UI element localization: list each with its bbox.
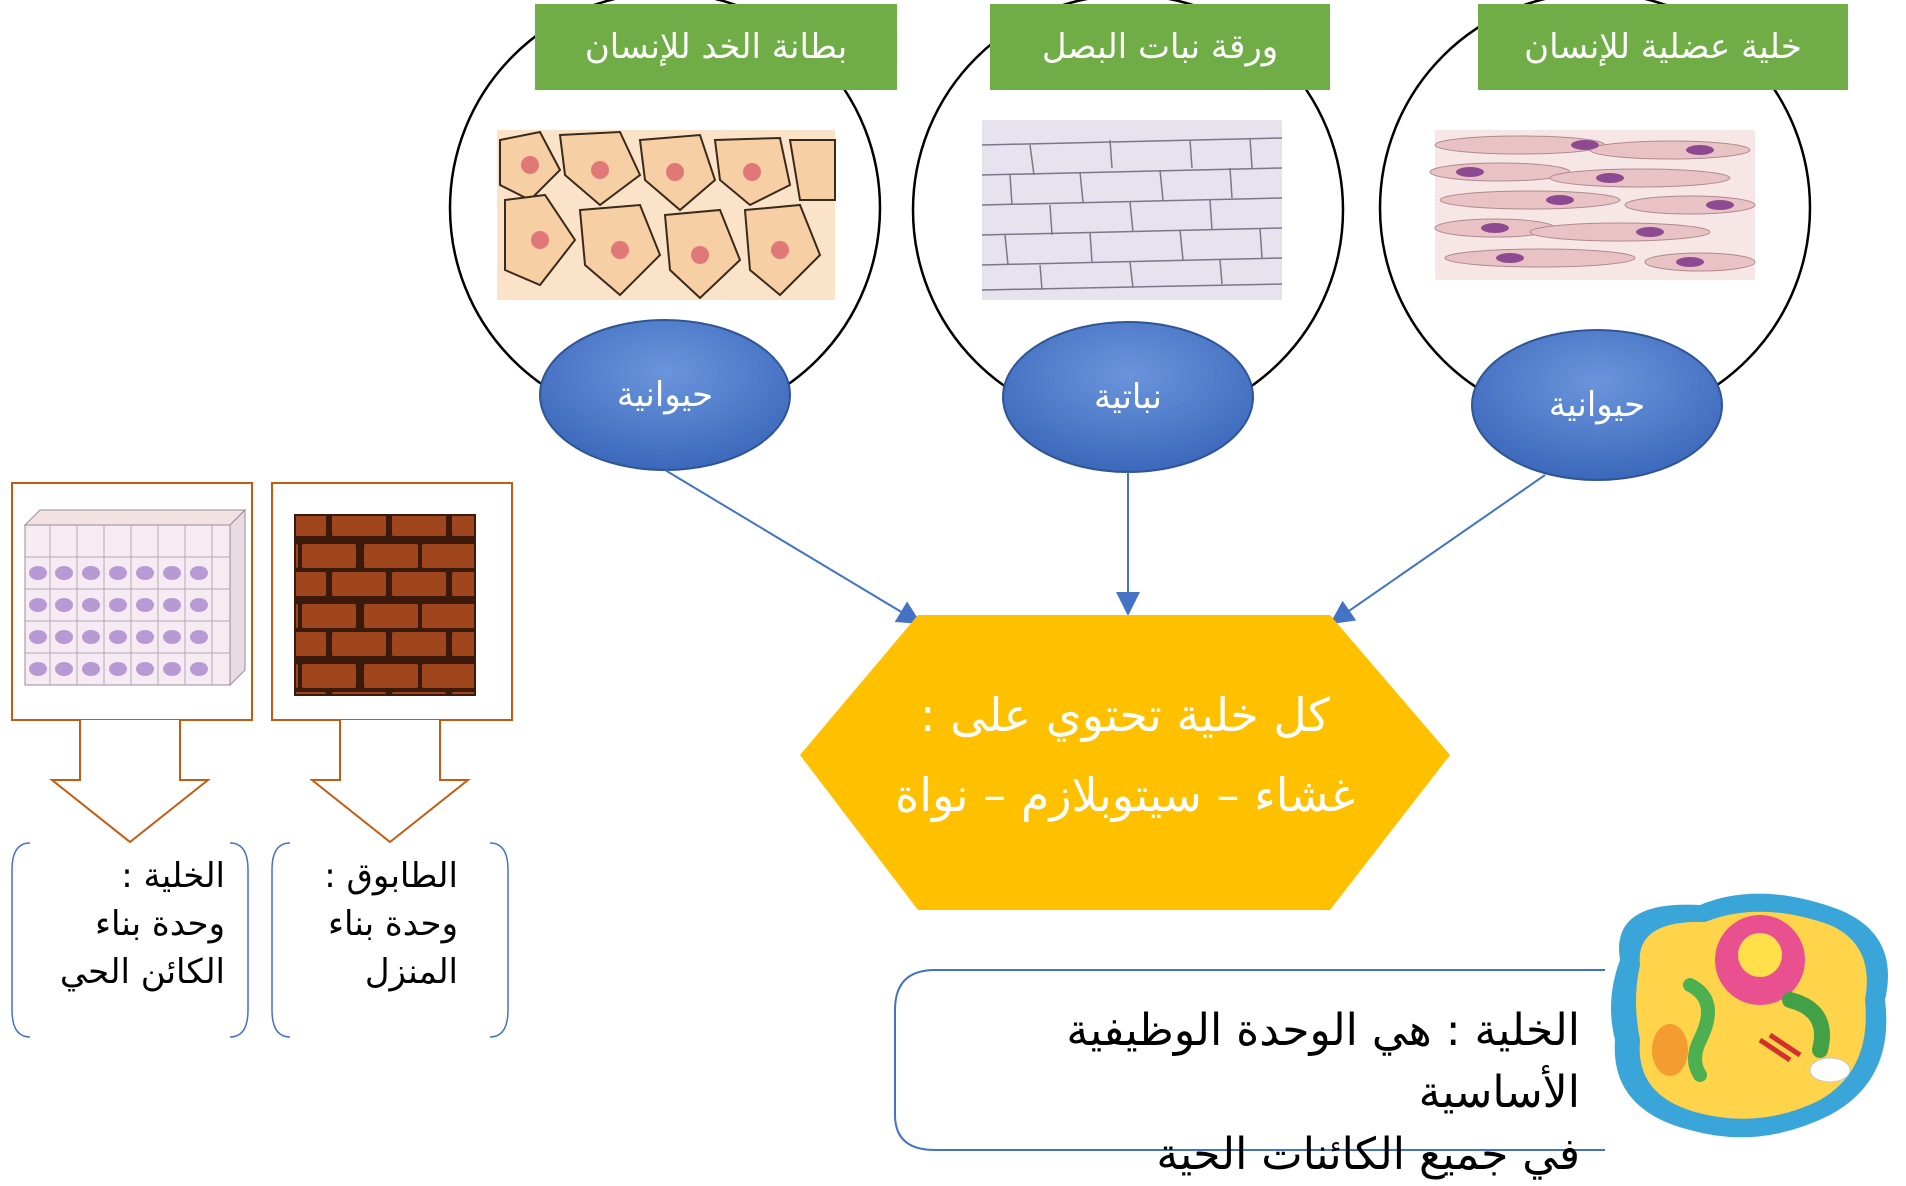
muscle-type-oval — [1471, 329, 1723, 481]
content-hexagon — [800, 615, 1450, 910]
hexagon-line-1: كل خلية تحتوي على : — [919, 688, 1331, 742]
cell-definition: الخلية : هي الوحدة الوظيفية الأساسية في … — [900, 1000, 1580, 1186]
hexagon-line-2: غشاء – سيتوبلازم – نواة — [895, 768, 1355, 822]
brick-analogy-line-2: وحدة بناء — [328, 904, 458, 944]
arrow-cheek — [664, 469, 922, 625]
cell-analogy-text: الخلية : وحدة بناء الكائن الحي — [30, 852, 225, 996]
brick-down-arrow — [309, 720, 471, 844]
cheek-epithelium-cells-image — [497, 130, 836, 300]
definition-box — [894, 969, 1605, 1151]
cell-analogy-line-2: وحدة بناء — [95, 904, 225, 944]
arrow-muscle — [1329, 474, 1546, 625]
brick-wall-image — [294, 514, 476, 696]
onion-cell-type: نباتية — [1093, 377, 1163, 417]
tissue-down-arrow — [49, 720, 211, 844]
brick-analogy-line-1: الطابوق : — [324, 856, 458, 896]
cell-analogy-line-1: الخلية : — [121, 856, 225, 896]
brick-analogy-text: الطابوق : وحدة بناء المنزل — [290, 852, 458, 996]
cheek-cell-type: حيوانية — [616, 375, 714, 415]
diagram-canvas — [11, 0, 1888, 1151]
tissue-cells-image — [23, 508, 247, 687]
animal-cell-3d-image — [1611, 893, 1888, 1138]
muscle-cell-title: خلية عضلية للإنسان — [1478, 4, 1848, 90]
onion-epidermis-cells-image — [981, 120, 1283, 300]
brick-analogy-line-3: المنزل — [364, 952, 458, 992]
cell-analogy-line-3: الكائن الحي — [59, 952, 225, 992]
onion-cell-title: ورقة نبات البصل — [990, 4, 1330, 90]
definition-line-1: الخلية : هي الوحدة الوظيفية الأساسية — [1066, 1005, 1580, 1118]
definition-line-2: في جميع الكائنات الحية — [1156, 1129, 1580, 1180]
human-muscle-cells-image — [1429, 130, 1756, 280]
muscle-cell-type: حيوانية — [1548, 385, 1646, 425]
cheek-cell-title: بطانة الخد للإنسان — [535, 4, 897, 90]
hexagon-text: كل خلية تحتوي على : غشاء – سيتوبلازم – ن… — [790, 675, 1460, 835]
